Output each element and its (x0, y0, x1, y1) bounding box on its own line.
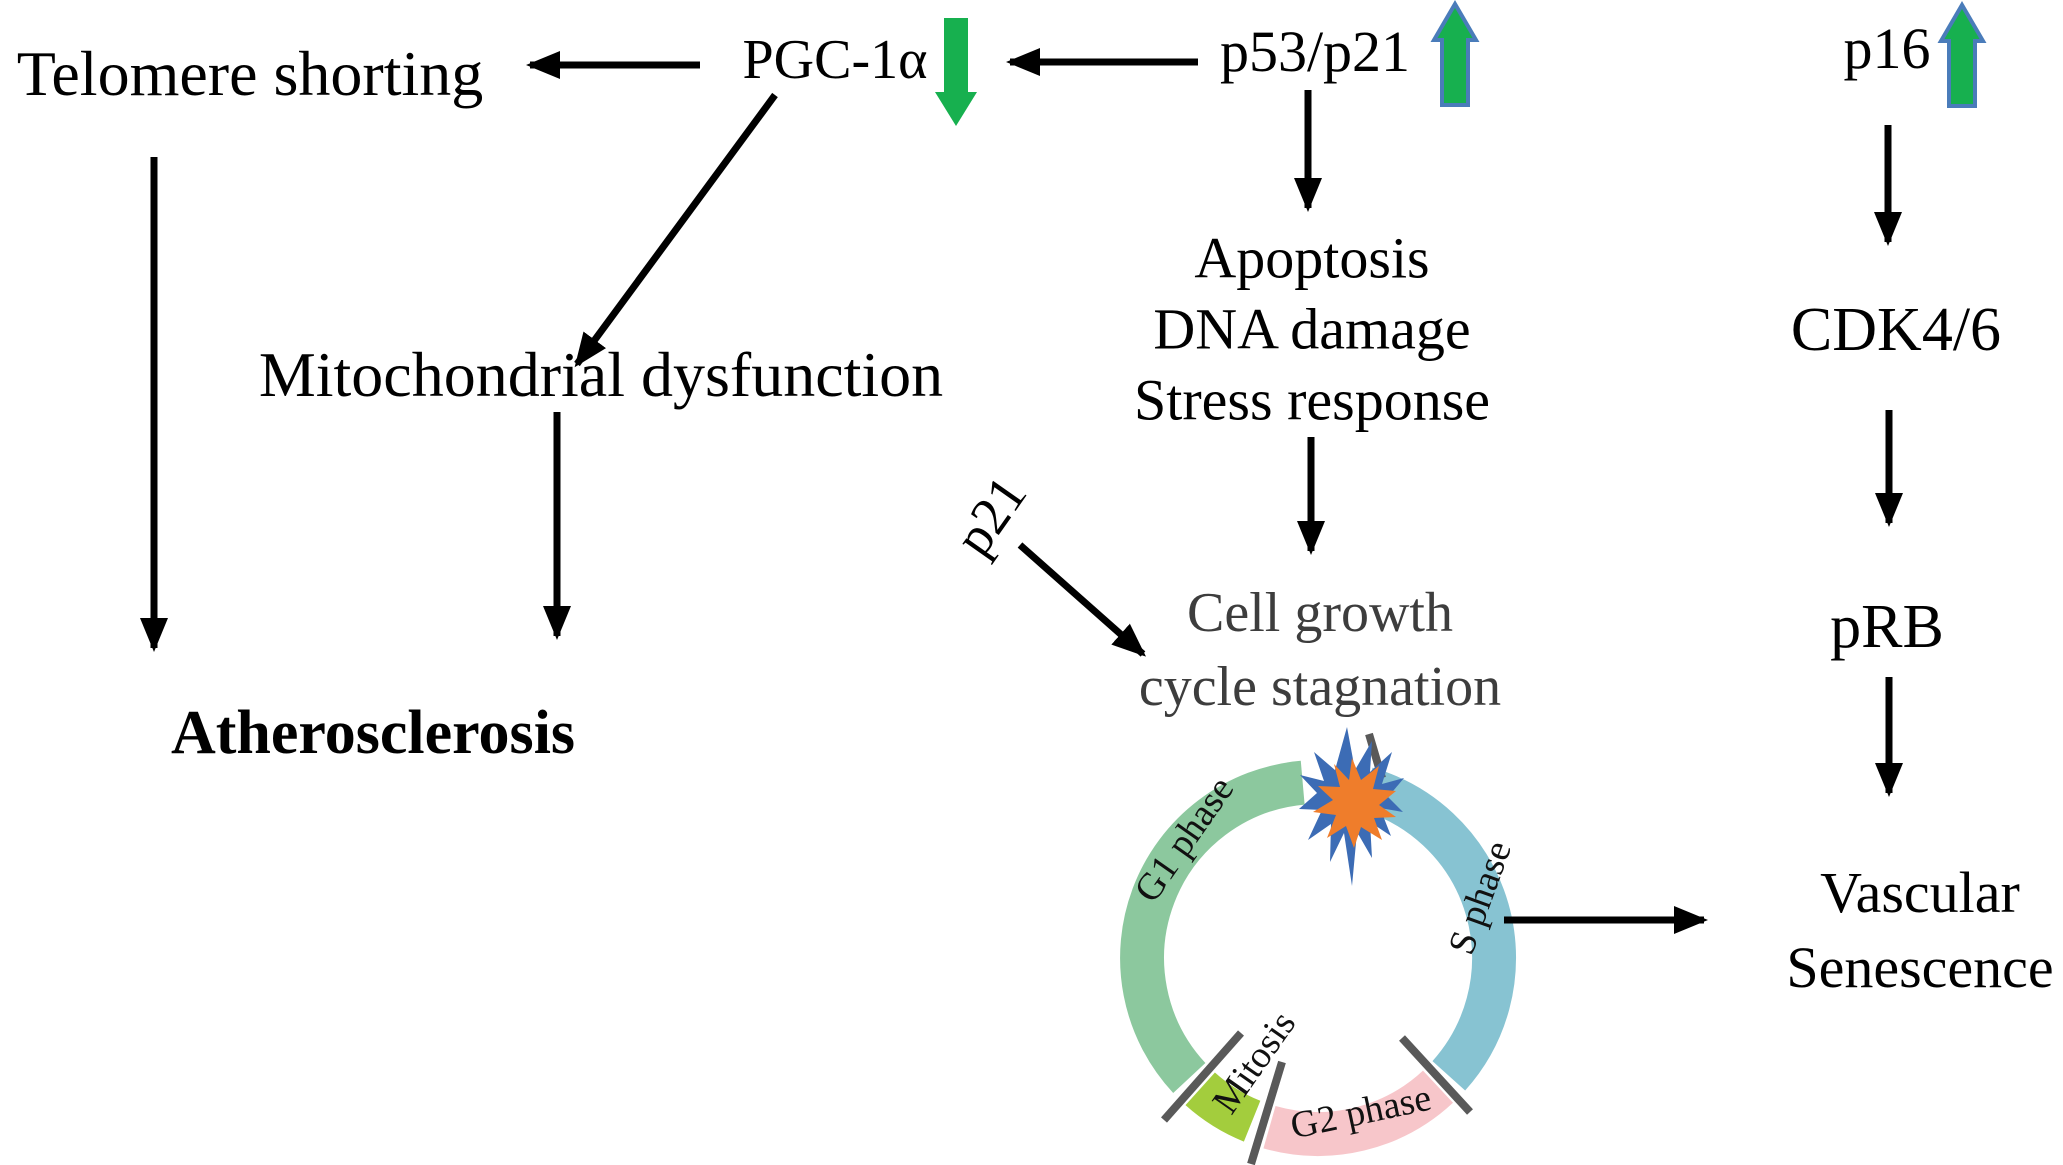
cell-cycle-ring (1120, 732, 1517, 1165)
divider-s-g2 (1399, 1035, 1473, 1115)
cycle-stagnation-line: cycle stagnation (1138, 656, 1502, 718)
node-cdk4-6: CDK4/6 (1790, 295, 2002, 364)
mitosis-arc (1185, 1072, 1261, 1142)
stress-response-line: Stress response (1133, 367, 1491, 433)
divider-mitosis-g1 (1161, 1030, 1244, 1123)
node-mitochondrial-dysfunction: Mitochondrial dysfunction (258, 338, 944, 410)
node-prb: pRB (1830, 592, 1944, 661)
g2-phase-arc (1263, 1070, 1453, 1156)
node-cell-growth-cycle-stagnation: Cell growth cycle stagnation (1139, 576, 1501, 724)
pgc1a-decrease-arrow-icon (935, 18, 977, 126)
arrow-p21-to-cellcycle (1017, 542, 1146, 657)
checkpoint-burst-icon (1299, 727, 1404, 886)
node-p16: p16 (1843, 16, 1931, 82)
senescence-line: Senescence (1786, 935, 2054, 1000)
divider-g2-mitosis (1247, 1060, 1286, 1165)
p53p21-increase-arrow-icon (1430, 0, 1480, 107)
node-p53-p21: p53/p21 (1219, 19, 1411, 85)
relation-arrows (140, 48, 1903, 934)
s-phase-arc (1360, 767, 1517, 1091)
g1-phase-arc (1120, 760, 1305, 1093)
vascular-line: Vascular (1820, 860, 2020, 925)
p16-increase-arrow-icon (1937, 1, 1987, 108)
arrow-pgc1a-to-mitochondrial (574, 92, 778, 368)
node-pgc1a: PGC-1α (742, 29, 928, 92)
node-vascular-senescence: Vascular Senescence (1786, 855, 2053, 1005)
apoptosis-line: Apoptosis (1194, 225, 1430, 291)
node-atherosclerosis: Atherosclerosis (170, 698, 576, 767)
burst-inner-star (1313, 758, 1396, 848)
node-telomere-shorting: Telomere shorting (16, 37, 484, 109)
cell-growth-line: Cell growth (1187, 582, 1453, 644)
node-apoptosis-dna-stress: Apoptosis DNA damage Stress response (1134, 223, 1490, 436)
dna-damage-line: DNA damage (1153, 296, 1471, 362)
